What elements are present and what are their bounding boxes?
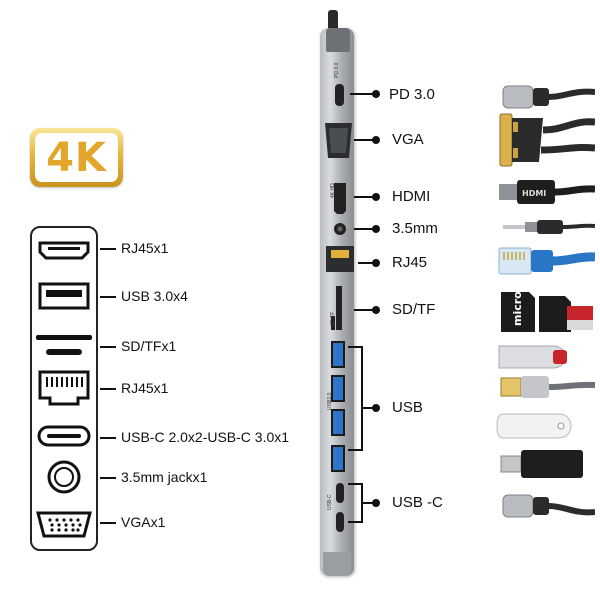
svg-text:HDMI: HDMI [522, 189, 546, 198]
port-label-audio: 3.5mm [392, 220, 438, 237]
usb-a-port [331, 341, 345, 368]
usb-a-port [331, 409, 345, 436]
usb-a-port [331, 375, 345, 402]
sd-tf-slot-icon [36, 335, 92, 355]
ethernet-cable-icon [498, 247, 595, 275]
usb-a-port-icon [38, 282, 90, 310]
legend-label: VGAx1 [121, 514, 166, 530]
legend-connector [100, 437, 116, 439]
pointer-dot [372, 225, 380, 233]
rj45-port-icon [38, 370, 90, 406]
sd-card-icon: micro [501, 291, 593, 332]
legend-label: SD/TFx1 [121, 338, 177, 354]
svg-text:micro: micro [511, 291, 524, 326]
hub-text-hdmi: 4K HD [330, 183, 336, 198]
4k-badge-text: 4K [46, 134, 107, 181]
vga-port-icon [36, 511, 92, 538]
hdmi-cable-icon: HDMI [499, 180, 595, 204]
pd-port [335, 84, 344, 106]
legend-label: USB-C 2.0x2-USB-C 3.0x1 [121, 429, 290, 445]
cable-illustrations: HDMI micro [496, 85, 595, 518]
legend-label: RJ45x1 [121, 240, 169, 256]
usb-c-port [336, 483, 344, 503]
legend-icons [36, 241, 92, 538]
usb-c-cable-icon [502, 85, 595, 109]
port-label-usb: USB [392, 399, 423, 416]
hub-bottom-cap [323, 552, 351, 576]
usb-drive-icon [496, 413, 572, 439]
4k-badge: 4K [30, 128, 123, 187]
hub-top-cap [326, 28, 350, 52]
vga-cable-icon [499, 113, 595, 167]
legend-label: 3.5mm jackx1 [121, 469, 208, 485]
pointer-dot [372, 193, 380, 201]
legend-label: RJ45x1 [121, 380, 169, 396]
pointer-dot [372, 136, 380, 144]
pointer-dot [372, 499, 380, 507]
sd-slot [336, 286, 342, 330]
port-label-rj45: RJ45 [392, 254, 428, 271]
tf-slot [331, 316, 335, 330]
hub-text-usb: USB3.0 [327, 392, 333, 410]
legend-connector [100, 296, 116, 298]
legend-label: USB 3.0x4 [121, 288, 188, 304]
legend-connector [100, 346, 116, 348]
hub-text-pd: PD 3.0 [334, 62, 340, 78]
hub-text-sd: SD TF [330, 311, 336, 326]
port-label-pd: PD 3.0 [389, 86, 435, 103]
port-label-usbc: USB -C [392, 494, 443, 511]
audio-cable-icon [503, 220, 595, 234]
legend-connector [100, 522, 116, 524]
port-label-hdmi: HDMI [392, 188, 431, 205]
port-label-vga: VGA [392, 131, 424, 148]
usb-a-cable-icon [500, 376, 595, 398]
usb-c-cable-icon [502, 494, 595, 518]
legend-connector [100, 477, 116, 479]
hub-cable [328, 10, 338, 32]
usb-a-port [331, 445, 345, 472]
pointer-dot [372, 259, 380, 267]
usb-c-port [336, 512, 344, 532]
legend-panel [30, 226, 98, 551]
pointer-dot [372, 404, 380, 412]
audio-jack-icon [47, 460, 81, 494]
pointer-dot [372, 90, 380, 98]
usb-drive-icon [498, 345, 567, 369]
port-label-sdtf: SD/TF [392, 301, 436, 318]
legend-connector [100, 248, 116, 250]
legend-connector [100, 388, 116, 390]
pointer-lines [348, 93, 376, 523]
hdmi-port-icon [38, 241, 90, 260]
pointer-dot [372, 306, 380, 314]
hdmi-port [334, 183, 346, 214]
usb-drive-icon [500, 450, 583, 478]
hub-text-usbc: USB-C [327, 494, 333, 510]
usb-c-port-icon [37, 425, 91, 447]
hub-ports [325, 84, 354, 532]
